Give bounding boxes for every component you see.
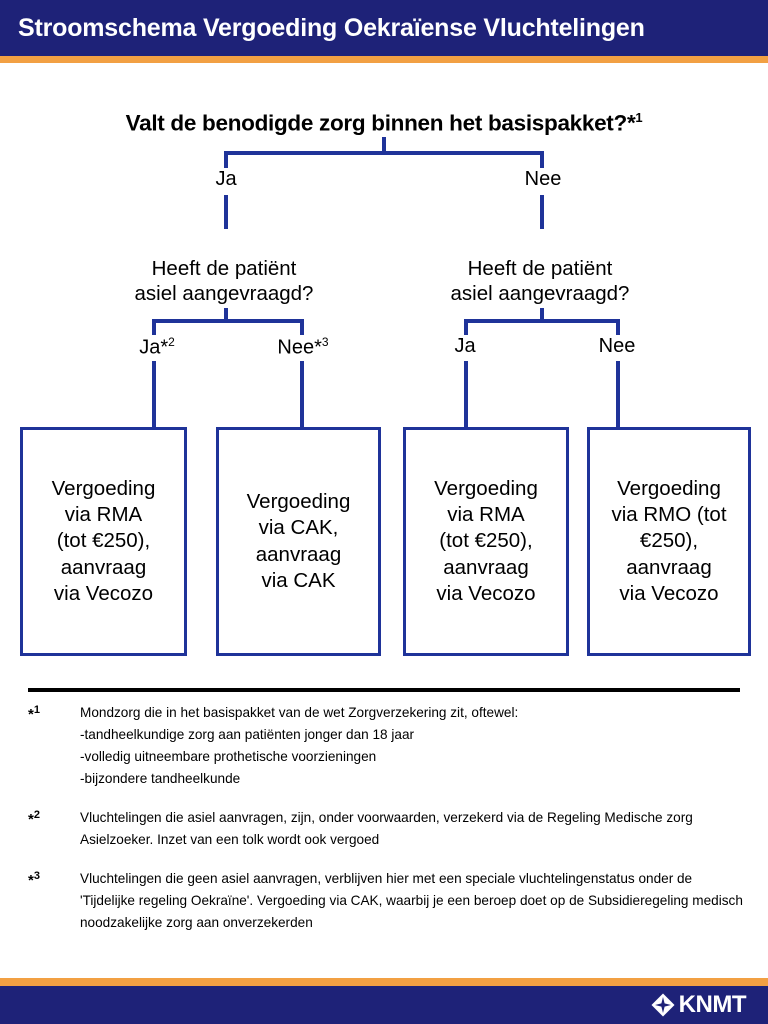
outcome-box-text: Vergoeding via RMO (tot €250), aanvraag … bbox=[611, 477, 727, 605]
branch-label-nee-asiel-links: Nee*3 bbox=[268, 335, 338, 360]
branch-label-footnote-ref: 3 bbox=[321, 335, 329, 349]
subquestion-right: Heeft de patiënt asiel aangevraagd? bbox=[420, 229, 660, 308]
footnote-item: *3 Vluchtelingen die geen asiel aanvrage… bbox=[28, 868, 744, 934]
knmt-logo-text: KNMT bbox=[678, 991, 747, 1018]
outcome-box-text: Vergoeding via RMA (tot €250), aanvraag … bbox=[51, 477, 156, 605]
footnote-item: *2 Vluchtelingen die asiel aanvragen, zi… bbox=[28, 807, 744, 851]
connector-left-to-subquestion bbox=[224, 195, 228, 231]
knmt-logo: KNMT bbox=[650, 991, 747, 1019]
connector-root-right-drop bbox=[540, 151, 544, 177]
branch-label-ja-asiel-rechts: Ja bbox=[442, 335, 488, 358]
subquestion-text: Heeft de patiënt asiel aangevraagd? bbox=[134, 256, 314, 306]
connector-root-left-drop bbox=[224, 151, 228, 177]
branch-label-text: Nee* bbox=[277, 336, 322, 359]
connector-right-sub-nee-drop bbox=[616, 319, 620, 345]
branch-label-text: Nee bbox=[598, 335, 636, 357]
header-accent-stripe bbox=[0, 56, 768, 63]
footer-accent-stripe bbox=[0, 978, 768, 986]
footnote-text: Vluchtelingen die asiel aanvragen, zijn,… bbox=[80, 810, 693, 848]
diamond-star-icon bbox=[651, 993, 675, 1017]
outcome-box-rma-vecozo-basispakket[interactable]: Vergoeding via RMA (tot €250), aanvraag … bbox=[20, 427, 187, 656]
asterisk-icon: * bbox=[28, 811, 34, 829]
connector-right-sub-ja-drop bbox=[464, 319, 468, 345]
root-question-footnote-ref: 1 bbox=[635, 109, 643, 125]
footnote-marker: *1 bbox=[28, 702, 80, 723]
asterisk-icon: * bbox=[28, 872, 34, 890]
connector-right-to-subquestion bbox=[540, 195, 544, 231]
outcome-box-text: Vergoeding via CAK, aanvraag via CAK bbox=[246, 490, 351, 592]
connector-right-sub-split bbox=[464, 319, 620, 323]
branch-label-ja-asiel-links: Ja*2 bbox=[128, 335, 186, 360]
branch-label-text: Ja bbox=[215, 168, 237, 190]
header-bar: Stroomschema Vergoeding Oekraïense Vluch… bbox=[0, 0, 768, 56]
footnote-number: 1 bbox=[33, 704, 40, 716]
outcome-box-rmo-vecozo[interactable]: Vergoeding via RMO (tot €250), aanvraag … bbox=[587, 427, 751, 656]
branch-label-ja-basispakket: Ja bbox=[200, 168, 252, 191]
footnote-number: 3 bbox=[33, 870, 40, 883]
branch-label-nee-basispakket: Nee bbox=[514, 168, 572, 191]
root-question: Valt de benodigde zorg binnen het basisp… bbox=[50, 83, 718, 137]
branch-label-text: Ja* bbox=[139, 336, 169, 359]
outcome-box-rma-vecozo-geenbasispakket[interactable]: Vergoeding via RMA (tot €250), aanvraag … bbox=[403, 427, 569, 656]
connector-outcome-4-stem bbox=[616, 361, 620, 427]
footnote-marker: *2 bbox=[28, 807, 80, 828]
outcome-box-cak[interactable]: Vergoeding via CAK, aanvraag via CAK bbox=[216, 427, 381, 656]
footer-bar: KNMT bbox=[0, 986, 768, 1024]
asterisk-icon: * bbox=[28, 706, 34, 723]
footnotes-list: *1 Mondzorg die in het basispakket van d… bbox=[28, 702, 744, 951]
branch-label-footnote-ref: 2 bbox=[168, 335, 175, 349]
footnote-item: *1 Mondzorg die in het basispakket van d… bbox=[28, 702, 744, 790]
branch-label-nee-asiel-rechts: Nee bbox=[588, 335, 646, 358]
subquestion-left: Heeft de patiënt asiel aangevraagd? bbox=[104, 229, 344, 308]
connector-left-sub-split bbox=[152, 319, 304, 323]
outcome-box-text: Vergoeding via RMA (tot €250), aanvraag … bbox=[434, 477, 538, 605]
connector-left-sub-ja-drop bbox=[152, 319, 156, 345]
connector-root-split bbox=[224, 151, 544, 155]
footnotes-divider bbox=[28, 688, 740, 692]
connector-outcome-1-stem bbox=[152, 361, 156, 427]
root-question-text: Valt de benodigde zorg binnen het basisp… bbox=[125, 110, 636, 136]
page-title: Stroomschema Vergoeding Oekraïense Vluch… bbox=[18, 13, 645, 42]
branch-label-text: Ja bbox=[454, 335, 476, 357]
branch-label-text: Nee bbox=[524, 168, 562, 190]
connector-outcome-3-stem bbox=[464, 361, 468, 427]
footnote-number: 2 bbox=[33, 809, 40, 822]
footnote-text: Mondzorg die in het basispakket van de w… bbox=[80, 705, 519, 787]
footnote-marker: *3 bbox=[28, 868, 80, 889]
connector-left-sub-nee-drop bbox=[300, 319, 304, 345]
subquestion-text: Heeft de patiënt asiel aangevraagd? bbox=[450, 256, 630, 306]
flowchart: Valt de benodigde zorg binnen het basisp… bbox=[0, 63, 768, 685]
footnote-text: Vluchtelingen die geen asiel aanvragen, … bbox=[80, 871, 743, 931]
connector-outcome-2-stem bbox=[300, 361, 304, 427]
